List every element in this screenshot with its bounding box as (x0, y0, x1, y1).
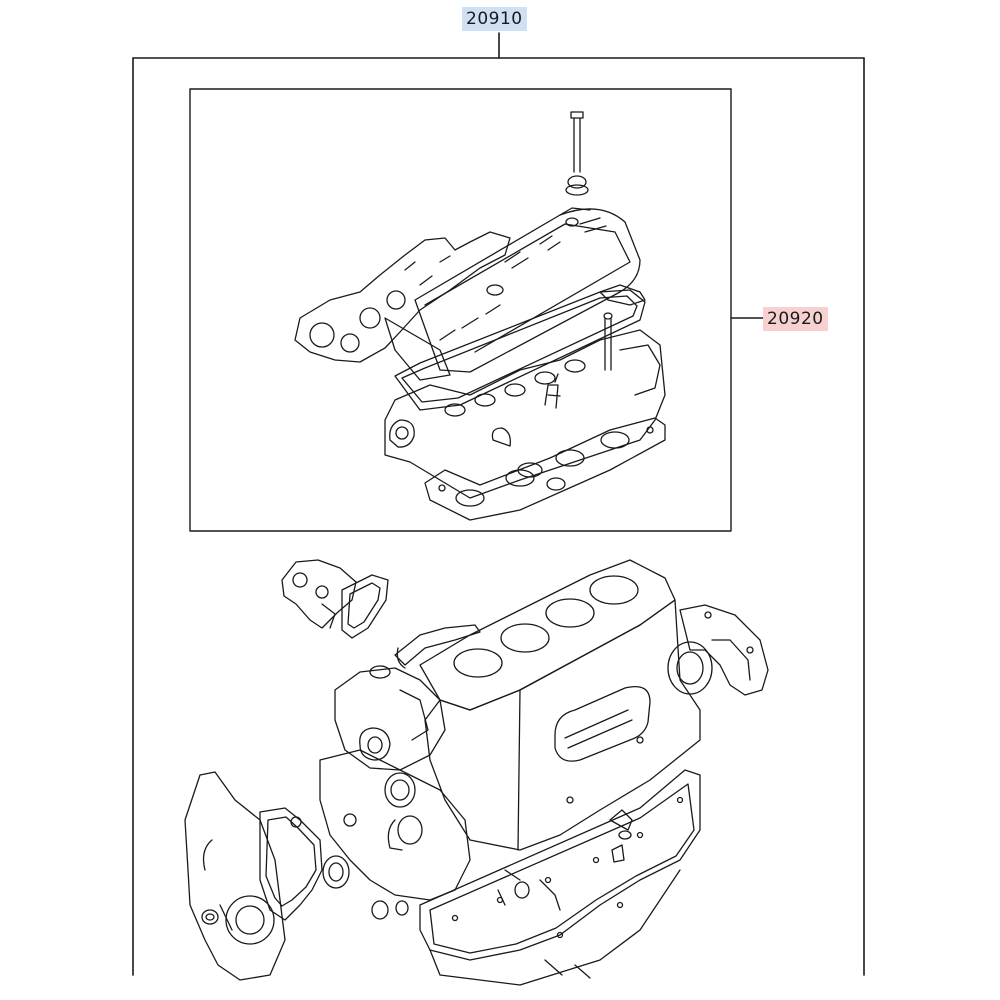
part-number-label-main-kit[interactable]: 20910 (462, 7, 527, 31)
gasket-kit-frame (189, 88, 732, 532)
cylinder-head-assembly (294, 111, 666, 521)
part-number-label-gasket-kit[interactable]: 20920 (763, 307, 828, 331)
engine-block-assembly (184, 559, 769, 986)
main-kit-bracket (132, 32, 865, 976)
